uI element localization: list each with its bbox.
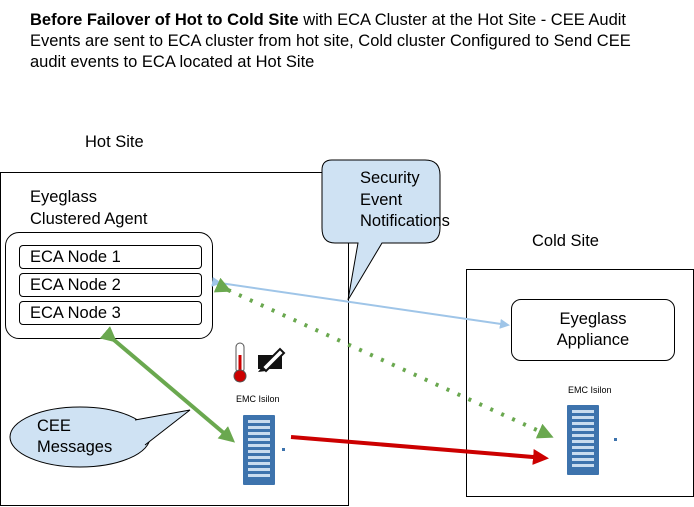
- eca-node-2: ECA Node 2: [19, 273, 202, 297]
- green-solid-arrow: [99, 326, 236, 443]
- security-line3: Notifications: [360, 212, 450, 230]
- security-line2: Event: [360, 190, 403, 209]
- appliance-line2: Appliance: [556, 331, 630, 349]
- edit-pen-icon: [258, 347, 286, 373]
- cee-line2: Messages: [37, 438, 113, 456]
- agent-label-line1: Eyeglass: [30, 188, 97, 206]
- security-callout-text: Security Event Notifications: [360, 168, 450, 233]
- security-line1: Security: [360, 169, 420, 187]
- cold-site-label: Cold Site: [532, 232, 599, 250]
- cold-isilon-label: EMC Isilon: [568, 385, 612, 395]
- red-cee-forward-arrow: [290, 435, 549, 465]
- title-rest: with ECA Cluster at the Hot Site - CEE A…: [30, 11, 631, 71]
- hot-site-label: Hot Site: [85, 133, 144, 151]
- eca-node-1: ECA Node 1: [19, 245, 202, 269]
- eca-node-3: ECA Node 3: [19, 301, 202, 325]
- agent-label-line2: Clustered Agent: [30, 210, 148, 228]
- appliance-line1: Eyeglass: [559, 310, 627, 328]
- hot-isilon-server-icon: [243, 415, 285, 485]
- diagram-title: Before Failover of Hot to Cold Site with…: [30, 10, 670, 73]
- title-bold: Before Failover of Hot to Cold Site: [30, 11, 299, 29]
- cold-isilon-server-icon: [567, 405, 617, 475]
- hot-isilon-label: EMC Isilon: [236, 394, 280, 404]
- clustered-agent-label: Eyeglass Clustered Agent: [30, 186, 147, 230]
- thermometer-icon: [233, 342, 247, 383]
- security-callout-bubble: [321, 159, 441, 301]
- cee-line1: CEE: [37, 417, 71, 435]
- cee-callout-text: CEE Messages: [37, 416, 112, 458]
